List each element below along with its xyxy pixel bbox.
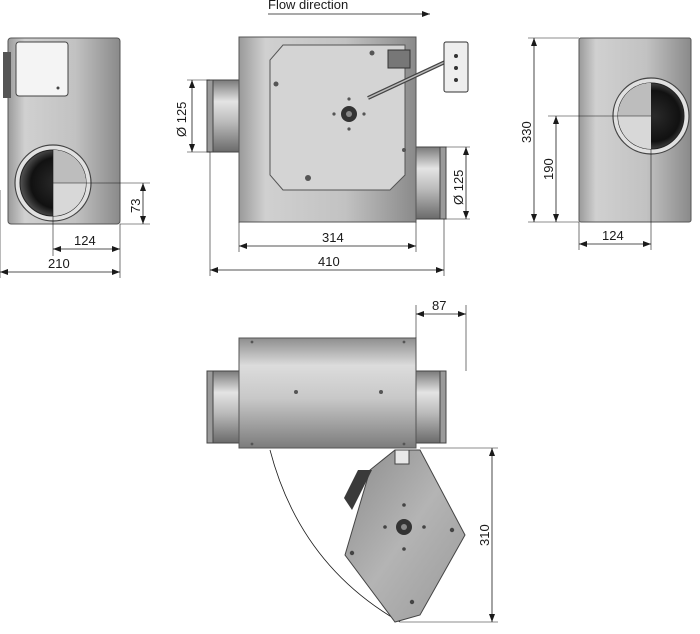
dim-210: 210 [48, 256, 70, 271]
dim-314: 314 [322, 230, 344, 245]
dim-410: 410 [318, 254, 340, 269]
flow-direction-label: Flow direction [268, 0, 430, 17]
dim-190: 190 [541, 158, 556, 180]
dim-73: 73 [128, 199, 143, 213]
left-side-view: 73 124 210 [0, 37, 150, 278]
right-side-view: 330 190 124 [519, 37, 692, 250]
bottom-view: 87 310 [206, 298, 498, 623]
dim-330: 330 [519, 121, 534, 143]
dim-d125-left: Ø 125 [174, 102, 189, 137]
dim-310: 310 [477, 524, 492, 546]
dim-124-left: 124 [74, 233, 96, 248]
dim-87: 87 [432, 298, 446, 313]
dim-d125-right: Ø 125 [451, 170, 466, 205]
dim-124-right: 124 [602, 228, 624, 243]
front-view: Ø 125 Ø 125 314 410 [174, 36, 470, 276]
svg-text:Flow direction: Flow direction [268, 0, 348, 12]
